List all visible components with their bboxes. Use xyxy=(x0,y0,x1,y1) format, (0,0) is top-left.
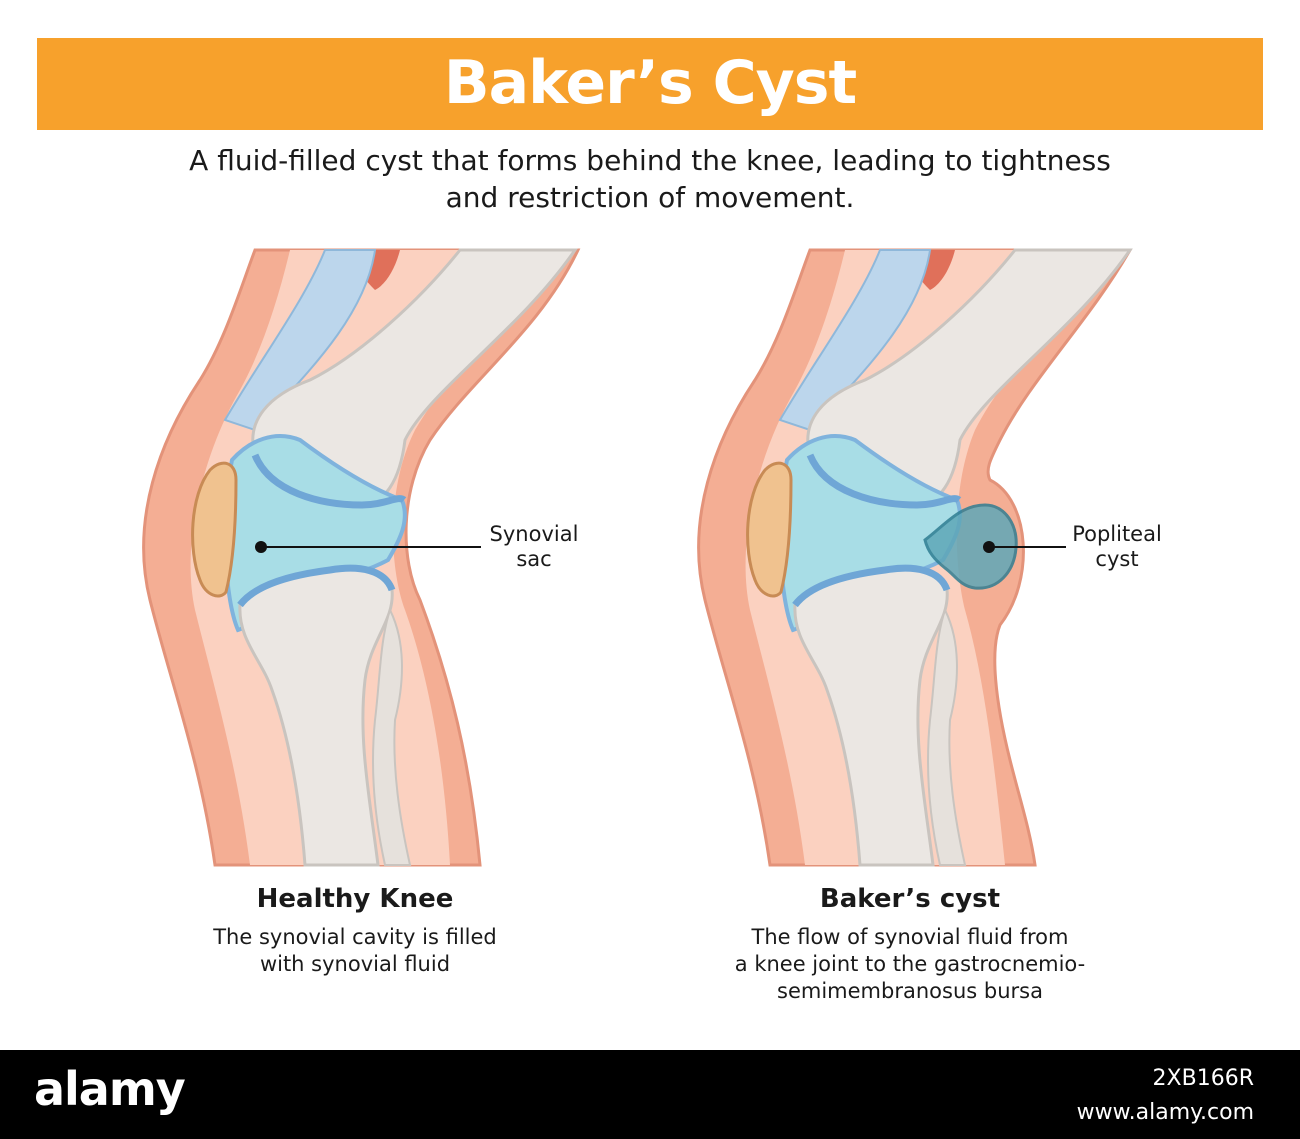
cyst-patella xyxy=(746,461,793,598)
healthy-tibia-cartilage xyxy=(237,564,396,608)
healthy-knee-desc-line-2: with synovial fluid xyxy=(259,952,451,976)
bakers-cyst-desc-line-1: The flow of synovial fluid from xyxy=(751,925,1069,949)
bakers-cyst-desc-line-3: semimembranosus bursa xyxy=(777,979,1043,1003)
footer-image-id: 2XB166R xyxy=(1152,1066,1254,1091)
footer-bar: alamy 2XB166R www.alamy.com xyxy=(0,1050,1300,1139)
page-title: Baker’s Cyst xyxy=(443,48,857,118)
subtitle-line-2: and restriction of movement. xyxy=(445,181,855,214)
healthy-patella xyxy=(191,461,238,598)
bakers-cyst-knee-illustration xyxy=(697,248,1133,867)
cyst-fibula xyxy=(927,607,967,866)
subtitle-line-1: A fluid-filled cyst that forms behind th… xyxy=(189,144,1111,177)
synovial-sac-label-line-1: Synovial xyxy=(489,522,579,546)
title-banner: Baker’s Cyst xyxy=(37,38,1263,130)
knee-illustrations xyxy=(142,248,1133,867)
synovial-sac-label: Synovial sac xyxy=(484,522,584,572)
footer-site: www.alamy.com xyxy=(1076,1100,1254,1125)
healthy-knee-illustration xyxy=(142,248,581,867)
cyst-tibia-cartilage xyxy=(792,564,951,608)
popliteal-cyst-label-line-1: Popliteal xyxy=(1072,522,1162,546)
footer-logo: alamy xyxy=(34,1062,186,1116)
healthy-knee-title: Healthy Knee xyxy=(256,884,454,914)
popliteal-cyst-shape xyxy=(923,503,1018,590)
bakers-cyst-title: Baker’s cyst xyxy=(819,884,1001,914)
bakers-cyst-desc-line-2: a knee joint to the gastrocnemio- xyxy=(734,952,1086,976)
healthy-knee-description: The synovial cavity is filled with synov… xyxy=(180,924,530,978)
healthy-knee-desc-line-1: The synovial cavity is filled xyxy=(213,925,497,949)
popliteal-cyst-label-line-2: cyst xyxy=(1095,547,1139,571)
cyst-femur-cartilage xyxy=(806,453,962,509)
bakers-cyst-description: The flow of synovial fluid from a knee j… xyxy=(705,924,1115,1005)
healthy-femur-cartilage xyxy=(251,453,407,509)
popliteal-cyst-label: Popliteal cyst xyxy=(1064,522,1170,572)
synovial-sac-label-line-2: sac xyxy=(516,547,552,571)
healthy-fibula xyxy=(372,607,412,866)
subtitle: A fluid-filled cyst that forms behind th… xyxy=(100,142,1200,216)
